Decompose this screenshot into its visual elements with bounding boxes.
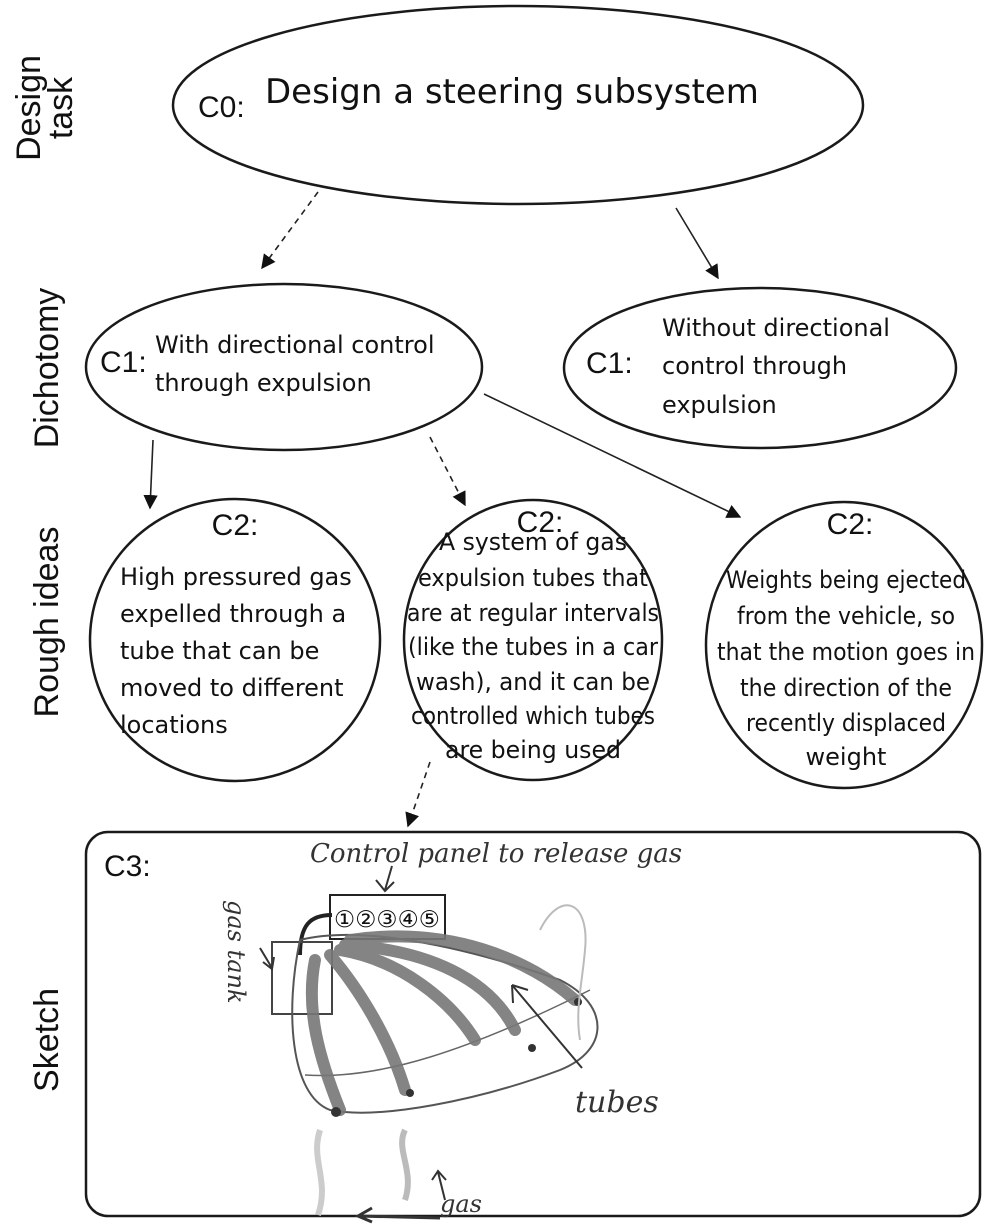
node-c2-left: C2: High pressured gas expelled through … <box>88 497 382 783</box>
sketch-arrow-to-gas <box>431 1169 447 1201</box>
node-c2-right-label: C2: <box>827 508 874 541</box>
node-c2-left-line-2: expelled through a <box>120 600 346 628</box>
node-c1-left-label: C1: <box>100 346 147 379</box>
sketch-arrow-bottom <box>354 1206 441 1224</box>
node-c1-left-line-2: through expulsion <box>155 369 372 397</box>
node-c0: C0: Design a steering subsystem <box>171 4 865 206</box>
node-c0-text: Design a steering subsystem <box>265 72 759 112</box>
node-c1-right-ellipse <box>562 286 958 450</box>
edge-c1-left-to-c2-left <box>143 439 158 510</box>
edge-c2-middle-to-c3 <box>405 761 431 828</box>
sketch-tube-3 <box>334 944 481 1046</box>
node-c2-middle-line-7: are being used <box>445 736 621 764</box>
node-c2-right-line-5: recently displaced <box>746 709 946 737</box>
sketch-gas-plume-1 <box>314 1129 325 1216</box>
sketch-tube-2 <box>324 949 411 1096</box>
edge-c1-left-to-c2-middle <box>429 436 466 507</box>
node-c2-middle-line-2: expulsion tubes that <box>418 564 648 592</box>
sketch-joint-1 <box>331 1107 341 1117</box>
node-c2-left-line-5: locations <box>120 711 228 739</box>
node-c2-middle-line-4: (like the tubes in a car <box>408 633 658 661</box>
edges <box>143 191 742 828</box>
node-c2-middle-line-5: wash), and it can be <box>416 668 650 696</box>
sketch-label-gas: gas <box>440 1190 482 1218</box>
node-c2-right-line-1: Weights being ejected <box>726 566 966 594</box>
sketch-tube-1 <box>305 954 346 1116</box>
stage-label-design-task-line1: Design <box>10 55 48 161</box>
sketch-arrow-to-tank <box>259 947 275 971</box>
node-c1-right-line-3: expulsion <box>662 391 777 419</box>
sketch-gas-tank <box>271 941 333 1015</box>
sketch-panel-buttons: ①②③④⑤ <box>334 907 440 933</box>
node-c2-left-line-4: moved to different <box>120 674 344 702</box>
sketch-caption-control-panel: Control panel to release gas <box>310 839 682 869</box>
sketch-tube-4 <box>339 939 521 1036</box>
sketch-tube-5 <box>344 930 581 1006</box>
sketch-tubes-group <box>305 930 581 1116</box>
node-c2-right-line-2: from the vehicle, so <box>737 602 955 630</box>
sketch-hull-rim <box>304 989 591 1077</box>
sketch-gas-plume-2 <box>399 1128 411 1201</box>
edge-c0-to-c1-right <box>675 207 719 280</box>
sketch-tail-outline <box>539 904 587 1041</box>
node-c2-middle-ellipse <box>402 498 664 782</box>
node-c0-ellipse <box>171 4 865 206</box>
sketch-arrow-to-tubes <box>511 984 583 1069</box>
steering-sketch: Control panel to release gas ①②③④⑤ gas t… <box>222 839 682 1224</box>
node-c2-middle-line-3: are at regular intervals <box>407 599 659 627</box>
node-c2-left-ellipse <box>88 497 382 783</box>
node-c1-right-label: C1: <box>586 347 633 380</box>
node-c2-left-line-3: tube that can be <box>120 637 319 665</box>
node-c2-right-line-6: weight <box>806 743 887 771</box>
sketch-vehicle-hull <box>291 933 599 1114</box>
sketch-label-gas-tank: gas tank <box>222 900 250 1004</box>
node-c2-middle-line-6: controlled which tubes <box>411 702 655 730</box>
edge-c0-to-c1-left <box>261 191 319 270</box>
sketch-panel-cable <box>298 913 333 956</box>
edge-c1-left-to-c2-right <box>483 393 742 518</box>
stage-label-sketch: Sketch <box>28 988 66 1092</box>
node-c3: C3: Control panel to release gas ①②③④⑤ g… <box>84 830 982 1224</box>
sketch-joint-2 <box>406 1089 414 1097</box>
stage-label-rough-ideas: Rough ideas <box>28 527 66 718</box>
node-c3-box <box>84 830 982 1218</box>
sketch-label-tubes: tubes <box>575 1085 659 1120</box>
node-c2-middle-label: C2: <box>517 506 564 539</box>
node-c2-middle: C2: A system of gas expulsion tubes that… <box>402 498 664 782</box>
node-c1-right-line-1: Without directional <box>662 314 890 342</box>
node-c2-middle-line-1: A system of gas <box>439 528 627 556</box>
stage-label-dichotomy: Dichotomy <box>28 288 66 449</box>
node-c1-left: C1: With directional control through exp… <box>84 282 484 452</box>
node-c3-label: C3: <box>104 850 151 883</box>
node-c2-right-line-3: that the motion goes in <box>717 638 975 666</box>
node-c2-right-line-4: the direction of the <box>740 674 952 702</box>
node-c1-right: C1: Without directional control through … <box>562 286 958 450</box>
node-c2-left-line-1: High pressured gas <box>120 563 352 591</box>
sketch-joint-3 <box>528 1044 536 1052</box>
node-c2-right: C2: Weights being ejected from the vehic… <box>704 500 984 790</box>
stage-label-design-task-line2: task <box>42 76 80 139</box>
sketch-arrow-to-panel <box>375 865 395 893</box>
node-c1-right-line-2: control through <box>662 352 847 380</box>
node-c0-label: C0: <box>198 91 245 124</box>
node-c1-left-ellipse <box>84 282 484 452</box>
node-c1-left-line-1: With directional control <box>155 331 435 359</box>
node-c2-left-label: C2: <box>212 509 259 542</box>
node-c2-right-ellipse <box>704 500 984 790</box>
